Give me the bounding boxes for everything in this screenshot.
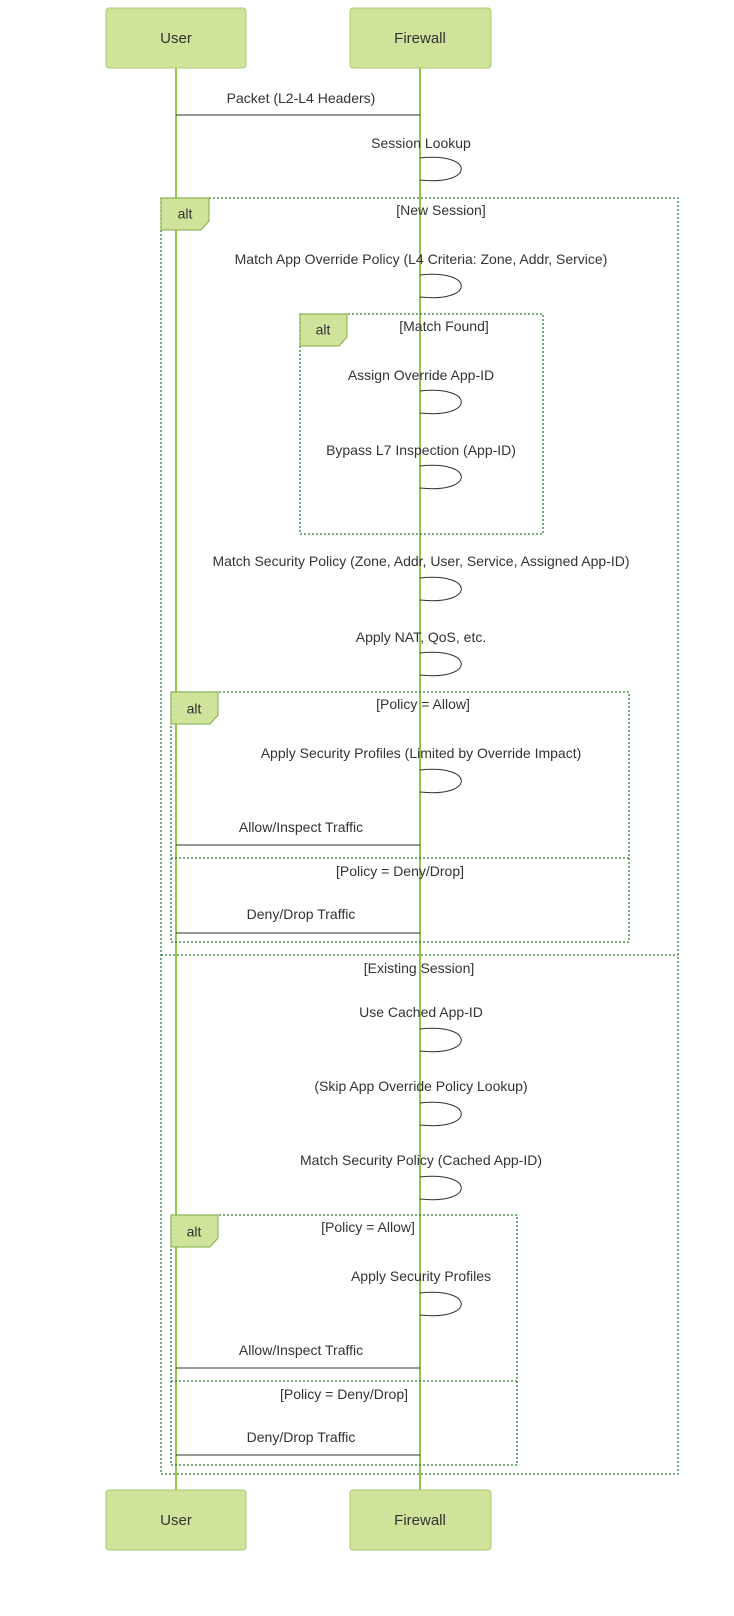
alt-tag-label: alt [187,1224,202,1240]
alt-tag-label: alt [316,322,331,338]
message-bypass-l7-loop [419,464,462,490]
condition-new-session: [New Session] [396,202,485,218]
message-packet-label: Packet (L2-L4 Headers) [227,90,376,106]
alt-frame-policy-existing-border [170,1214,518,1466]
message-allow-inspect-label: Allow/Inspect Traffic [239,1342,363,1358]
message-apply-profiles-loop [419,1291,462,1317]
condition-policy-deny: [Policy = Deny/Drop] [336,863,464,879]
actor-user-label: User [160,30,192,47]
message-match-app-override-label: Match App Override Policy (L4 Criteria: … [235,251,608,267]
actor-box [349,7,492,69]
message-match-security-loop [419,576,462,602]
alt-tag [160,197,210,231]
message-use-cached-loop [419,1027,462,1053]
message-skip-override-label: (Skip App Override Policy Lookup) [314,1078,527,1094]
message-session-lookup-label: Session Lookup [371,135,471,151]
alt-frame-session: alt [New Session] [Existing Session] [160,197,679,1475]
condition-existing-session: [Existing Session] [364,960,475,976]
message-bypass-l7-label: Bypass L7 Inspection (App-ID) [326,442,516,458]
message-assign-override-loop [419,389,462,415]
condition-policy-allow: [Policy = Allow] [376,696,470,712]
message-session-lookup-loop [419,156,462,182]
alt-tag [170,1214,219,1248]
alt-tag-label: alt [187,701,202,717]
actor-user-top: User [105,7,247,69]
alt-frame-session-border [160,197,679,1475]
message-match-security-cached-loop [419,1175,462,1201]
alt-tag [299,313,348,347]
alt-frame-policy-new-border [170,691,630,943]
message-apply-profiles-limited-label: Apply Security Profiles (Limited by Over… [261,745,582,761]
actor-firewall-label: Firewall [394,30,446,47]
condition-policy-allow: [Policy = Allow] [321,1219,415,1235]
actor-user-bottom: User [105,1489,247,1551]
message-allow-inspect-label: Allow/Inspect Traffic [239,819,363,835]
message-apply-profiles-limited-loop [419,768,462,794]
alt-tag-label: alt [178,206,193,222]
actor-firewall-top: Firewall [349,7,492,69]
condition-match-found: [Match Found] [399,318,489,334]
alt-frame-match-found: alt [Match Found] [299,313,544,535]
message-match-security-cached-label: Match Security Policy (Cached App-ID) [300,1152,542,1168]
alt-frame-policy-existing: alt [Policy = Allow] [Policy = Deny/Drop… [170,1214,518,1466]
condition-policy-deny: [Policy = Deny/Drop] [280,1386,408,1402]
message-apply-nat-loop [419,651,462,677]
alt-frame-match-found-border [299,313,544,535]
message-assign-override-label: Assign Override App-ID [348,367,494,383]
actor-box [105,1489,247,1551]
message-use-cached-label: Use Cached App-ID [359,1004,483,1020]
alt-frame-policy-new: alt [Policy = Allow] [Policy = Deny/Drop… [170,691,630,943]
message-skip-override-loop [419,1101,462,1127]
message-deny-drop-label: Deny/Drop Traffic [247,906,356,922]
actor-box [349,1489,492,1551]
alt-tag [170,691,219,725]
actor-firewall-bottom: Firewall [349,1489,492,1551]
message-deny-drop-label: Deny/Drop Traffic [247,1429,356,1445]
message-apply-nat-label: Apply NAT, QoS, etc. [356,629,486,645]
actor-firewall-label: Firewall [394,1512,446,1529]
actor-user-label: User [160,1512,192,1529]
message-match-app-override-loop [419,273,462,299]
actor-box [105,7,247,69]
message-apply-profiles-label: Apply Security Profiles [351,1268,491,1284]
message-match-security-label: Match Security Policy (Zone, Addr, User,… [212,553,629,569]
